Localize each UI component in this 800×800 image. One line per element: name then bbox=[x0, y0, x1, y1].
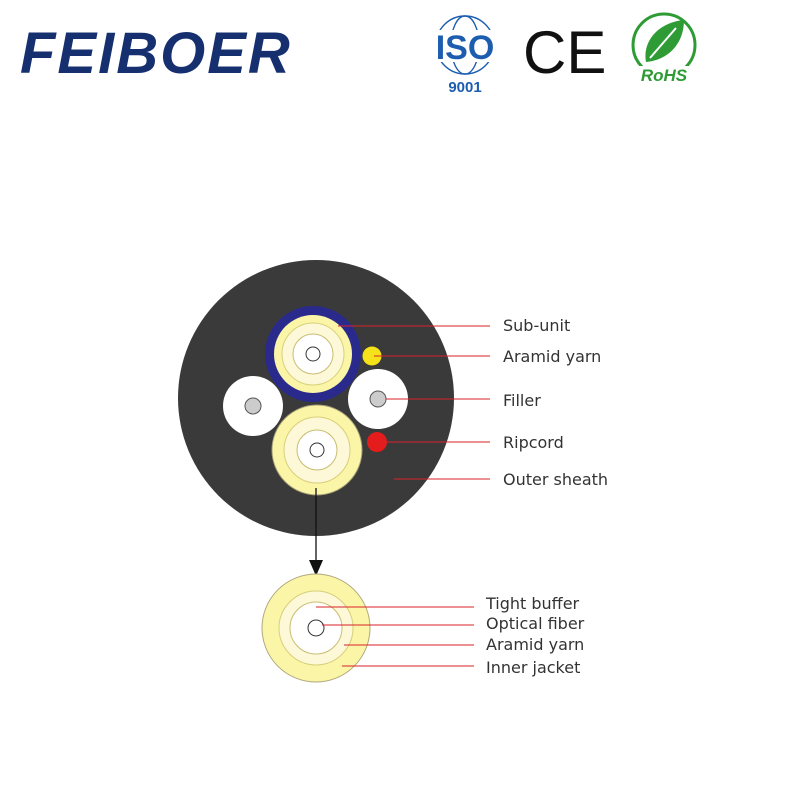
label-aramid-yarn-detail: Aramid yarn bbox=[486, 635, 584, 654]
rohs-text-backdrop bbox=[630, 66, 698, 83]
iso-text: ISO bbox=[436, 29, 495, 67]
aramid-yarn bbox=[362, 346, 382, 366]
ce-mark: CE bbox=[523, 19, 606, 86]
leaf-vein bbox=[649, 27, 677, 59]
label-aramid-yarn: Aramid yarn bbox=[503, 347, 601, 366]
iso-9001-badge: ISO 9001 bbox=[430, 15, 500, 96]
label-filler: Filler bbox=[503, 391, 541, 410]
label-tight-buffer: Tight buffer bbox=[485, 594, 580, 613]
optical-fiber bbox=[309, 442, 325, 458]
filler-right bbox=[348, 369, 408, 429]
filler-left bbox=[223, 376, 283, 436]
label-ripcord: Ripcord bbox=[503, 433, 564, 452]
sub-unit-callouts: Tight buffer Optical fiber Aramid yarn I… bbox=[316, 594, 585, 677]
ripcord bbox=[367, 432, 387, 452]
label-sub-unit: Sub-unit bbox=[503, 316, 570, 335]
label-inner-jacket: Inner jacket bbox=[486, 658, 580, 677]
cable-callouts: Sub-unit Aramid yarn Filler Ripcord Oute… bbox=[338, 316, 608, 489]
arrow-head bbox=[309, 560, 323, 576]
iso-number: 9001 bbox=[448, 79, 481, 96]
header: FEIBOER ISO 9001 CE RoHS bbox=[20, 12, 698, 96]
sub-unit-bottom bbox=[271, 404, 363, 496]
filler-core bbox=[244, 397, 262, 415]
zoom-arrow bbox=[309, 488, 323, 576]
sub-unit-top bbox=[265, 306, 361, 402]
label-outer-sheath: Outer sheath bbox=[503, 470, 608, 489]
filler-core bbox=[369, 390, 387, 408]
rohs-text: RoHS bbox=[641, 66, 688, 85]
cable-cross-section bbox=[178, 260, 454, 536]
iso-text-backdrop bbox=[430, 30, 500, 62]
sub-unit-detail bbox=[261, 573, 371, 683]
label-optical-fiber: Optical fiber bbox=[486, 614, 585, 633]
optical-fiber bbox=[305, 346, 321, 362]
optical-fiber bbox=[307, 619, 325, 637]
rohs-badge: RoHS bbox=[630, 12, 698, 85]
brand-logo: FEIBOER bbox=[20, 21, 292, 86]
